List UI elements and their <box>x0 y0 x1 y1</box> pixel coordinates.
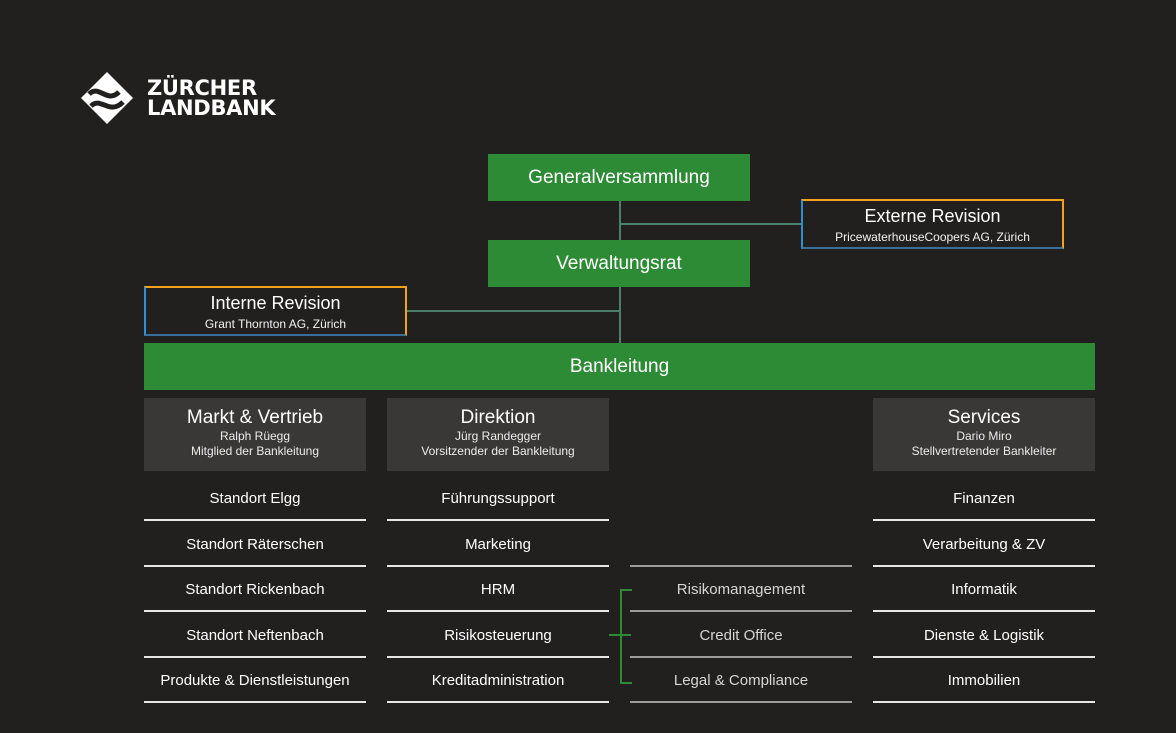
services-role: Stellvertretender Bankleiter <box>911 444 1057 458</box>
externe-revision-box: Externe Revision PricewaterhouseCoopers … <box>801 199 1064 249</box>
list-item: Credit Office <box>630 614 852 658</box>
list-item: Informatik <box>873 568 1095 612</box>
logo: ZÜRCHER LANDBANK <box>79 70 279 128</box>
direktion-role: Vorsitzender der Bankleitung <box>421 444 575 458</box>
direktion-title: Direktion <box>460 407 536 428</box>
list-item: Standort Elgg <box>144 477 366 521</box>
list-item: Führungssupport <box>387 477 609 521</box>
direktion-header: Direktion Jürg Randegger Vorsitzender de… <box>387 398 609 471</box>
list-item: Standort Neftenbach <box>144 614 366 658</box>
list-item: Legal & Compliance <box>630 659 852 703</box>
zuercher-landbank-logo-icon <box>81 72 133 124</box>
services-header: Services Dario Miro Stellvertretender Ba… <box>873 398 1095 471</box>
interne-revision-sub: Grant Thornton AG, Zürich <box>204 317 347 331</box>
connector-gv-vr <box>619 201 621 241</box>
list-item: Kreditadministration <box>387 659 609 703</box>
connector-vr-bl <box>619 286 621 344</box>
list-item: HRM <box>387 568 609 612</box>
list-item: Marketing <box>387 523 609 567</box>
bankleitung-box: Bankleitung <box>144 343 1095 390</box>
connector-externe <box>620 223 802 225</box>
bracket-stub <box>609 634 631 636</box>
markt-vertrieb-title: Markt & Vertrieb <box>186 407 324 428</box>
interne-revision-box: Interne Revision Grant Thornton AG, Züri… <box>144 286 407 336</box>
verwaltungsrat-label: Verwaltungsrat <box>556 252 682 274</box>
list-item: Immobilien <box>873 659 1095 703</box>
generalversammlung-box: Generalversammlung <box>488 154 750 201</box>
direktion-person: Jürg Randegger <box>454 429 542 443</box>
bracket-connector <box>620 589 632 684</box>
services-title: Services <box>947 407 1021 428</box>
bankleitung-label: Bankleitung <box>569 355 670 377</box>
markt-vertrieb-person: Ralph Rüegg <box>219 429 291 443</box>
list-item: Verarbeitung & ZV <box>873 523 1095 567</box>
logo-line-2: LANDBANK <box>147 96 276 120</box>
generalversammlung-label: Generalversammlung <box>528 166 710 188</box>
logo-wordmark: ZÜRCHER LANDBANK <box>147 76 276 120</box>
list-item: Standort Rickenbach <box>144 568 366 612</box>
logo-line-1: ZÜRCHER <box>147 76 257 100</box>
list-item: Risikomanagement <box>630 568 852 612</box>
markt-vertrieb-role: Mitglied der Bankleitung <box>190 444 320 458</box>
list-item: Finanzen <box>873 477 1095 521</box>
list-item: Dienste & Logistik <box>873 614 1095 658</box>
externe-revision-title: Externe Revision <box>864 206 1001 226</box>
list-item: Standort Räterschen <box>144 523 366 567</box>
externe-revision-sub: PricewaterhouseCoopers AG, Zürich <box>835 230 1030 244</box>
column-3-top-divider <box>630 565 852 567</box>
verwaltungsrat-box: Verwaltungsrat <box>488 240 750 287</box>
list-item: Risikosteuerung <box>387 614 609 658</box>
connector-interne <box>405 310 620 312</box>
list-item: Produkte & Dienstleistungen <box>144 659 366 703</box>
services-person: Dario Miro <box>956 429 1012 443</box>
markt-vertrieb-header: Markt & Vertrieb Ralph Rüegg Mitglied de… <box>144 398 366 471</box>
interne-revision-title: Interne Revision <box>210 293 341 313</box>
